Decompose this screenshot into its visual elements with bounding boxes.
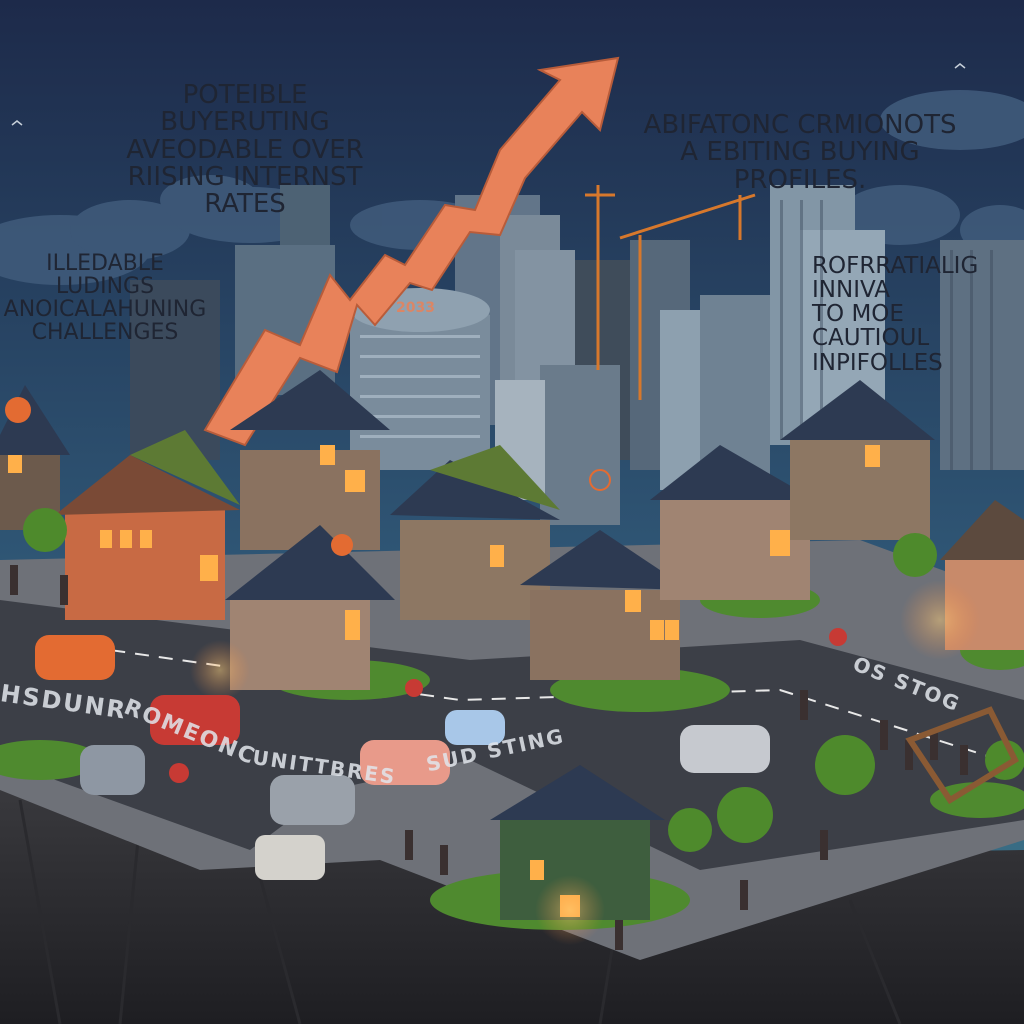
caption-line: ROFRRATIALIG INNIVA (812, 253, 979, 304)
birds (11, 63, 966, 126)
caption-top-left: POTEIBLE BUYERUTING AVEODABLE OVER RIISI… (100, 80, 390, 220)
trees (23, 508, 1024, 852)
rising-arrow (203, 56, 620, 447)
caption-right: ROFRRATIALIG INNIVA TO MOE CAUTIOUL INPI… (812, 254, 1024, 375)
caption-line: A EBITING BUYING PROFILES. (680, 137, 920, 195)
caption-line: ANOICALAHUNING (3, 297, 207, 323)
caption-line: RIISING INTERNST RATES (127, 161, 363, 220)
cranes (585, 185, 756, 400)
question-signs (5, 397, 847, 783)
tower-sign: 2033 (396, 300, 435, 316)
caption-line: INPIFOLLES (812, 349, 943, 376)
caption-line: AVEODABLE OVER (126, 134, 364, 165)
caption-line: ILLEDABLE LUDINGS (46, 251, 164, 300)
caption-line: ABIFATONC CRMIONOTS (643, 110, 957, 140)
caption-line: POTEIBLE BUYERUTING (160, 80, 330, 138)
caption-top-right: ABIFATONC CRMIONOTS A EBITING BUYING PRO… (640, 110, 960, 195)
lamp-glows (190, 580, 980, 945)
people (10, 565, 968, 950)
caption-left: ILLEDABLE LUDINGS ANOICALAHUNING CHALLEN… (0, 252, 210, 344)
caption-line: TO MOE CAUTIOUL (812, 301, 930, 352)
cars (35, 635, 770, 880)
houses (0, 370, 1024, 920)
caption-line: CHALLENGES (31, 320, 179, 346)
picnic-structure (905, 706, 1019, 805)
